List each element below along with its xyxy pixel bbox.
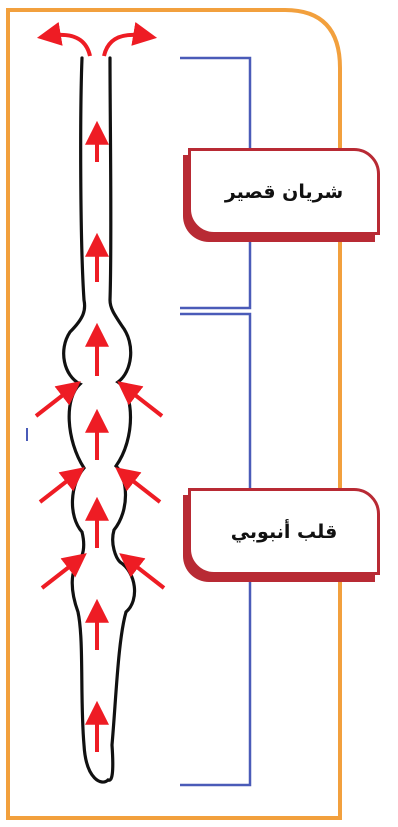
contraction-arrow	[38, 467, 85, 504]
short-artery-label: شريان قصير	[188, 148, 380, 235]
contraction-arrow	[115, 467, 162, 504]
outflow-arrow	[102, 22, 158, 57]
outflow-arrow	[36, 22, 92, 57]
tube-left-outline	[62, 56, 110, 784]
tube-right-outline	[106, 56, 137, 782]
contraction-arrow	[40, 553, 87, 590]
outflow-arrows	[36, 22, 158, 57]
contraction-arrow	[34, 381, 81, 418]
frame-border	[6, 8, 342, 820]
tubular-heart-label: قلب أنبوبي	[188, 488, 380, 575]
contraction-arrows	[34, 381, 166, 590]
contraction-arrow	[117, 381, 164, 418]
contraction-arrow	[119, 553, 166, 590]
